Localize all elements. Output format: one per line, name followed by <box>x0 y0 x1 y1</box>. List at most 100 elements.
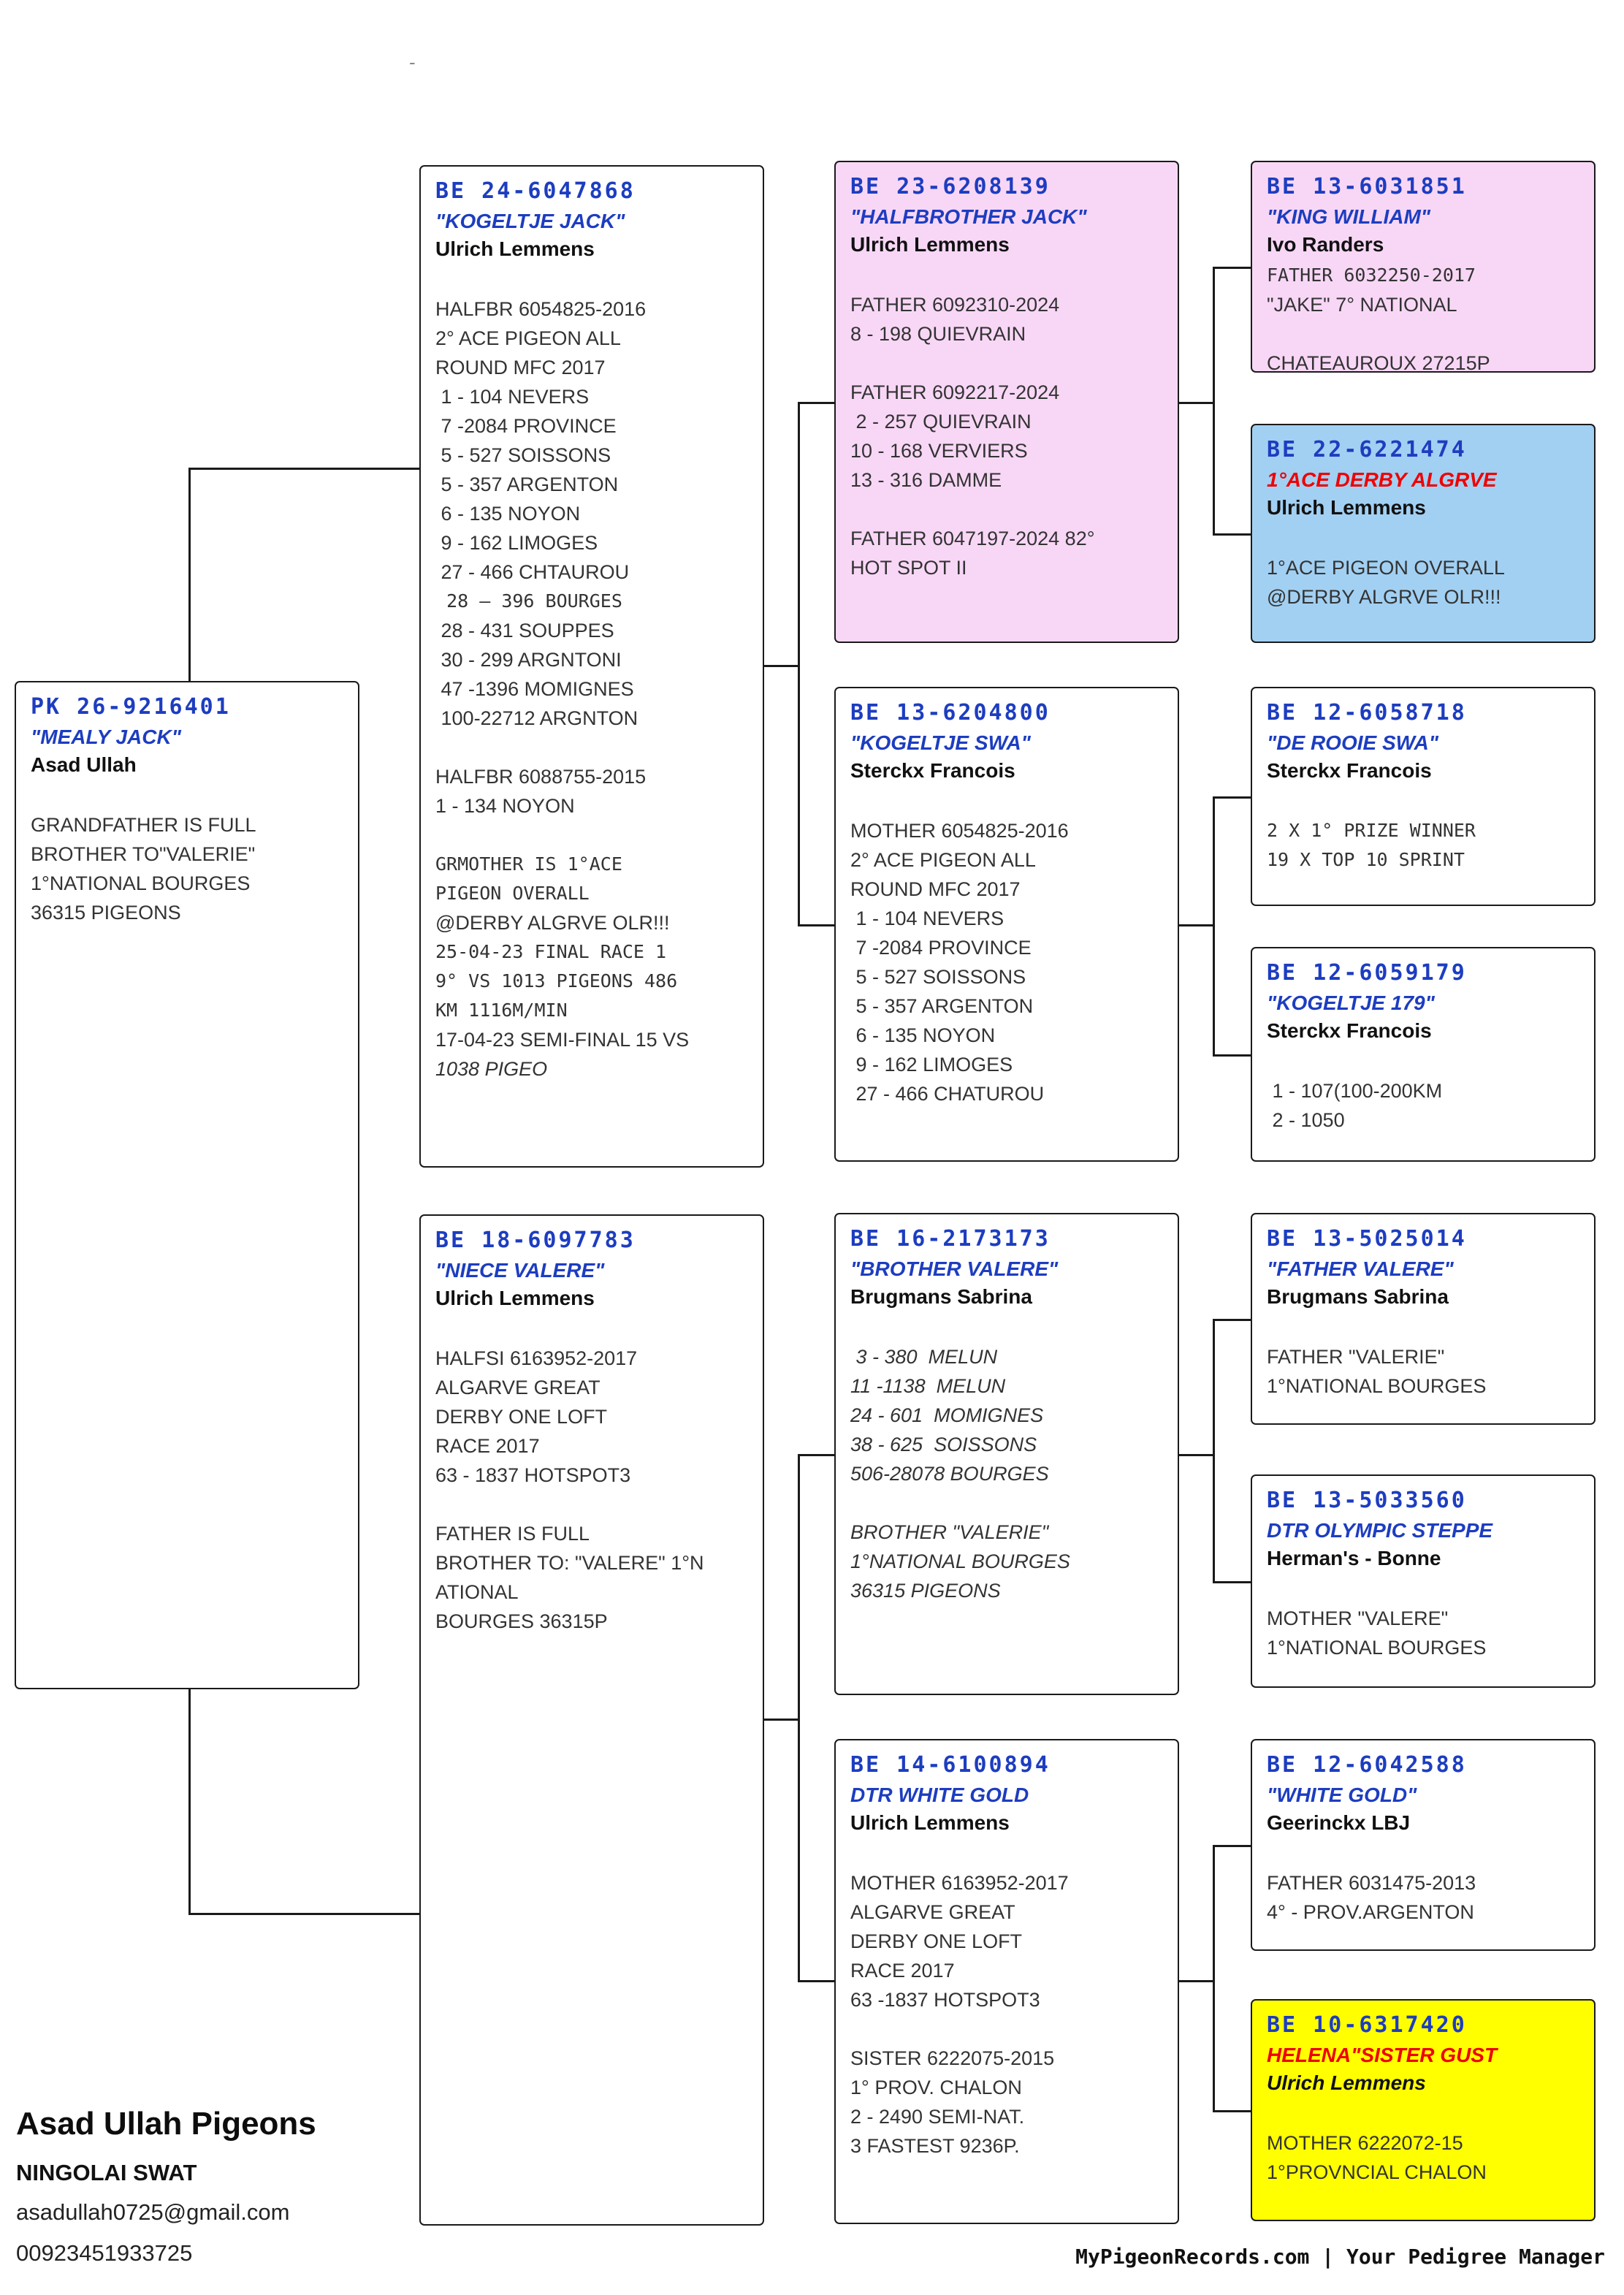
pedigree-text-line: 2 X 1° PRIZE WINNER <box>1267 820 1476 841</box>
pedigree-text-line: 5 - 527 SOISSONS <box>850 966 1026 988</box>
breeder-name: Ulrich Lemmens <box>435 1287 595 1309</box>
breeder-name: Sterckx Francois <box>1267 1019 1432 1042</box>
pedigree-text-line <box>435 265 748 294</box>
pedigree-text-line: 1°ACE PIGEON OVERALL <box>1267 557 1505 579</box>
pedigree-text-line: ALGARVE GREAT <box>850 1901 1015 1923</box>
pedigree-text-line: GRANDFATHER IS FULL <box>31 814 256 836</box>
pedigree-text-line: 6 - 135 NOYON <box>435 503 581 525</box>
pedigree-text-line: 38 - 625 SOISSONS <box>850 1434 1037 1455</box>
pedigree-text-line: 3 - 380 MELUN <box>850 1346 998 1368</box>
pedigree-text-line: DERBY ONE LOFT <box>850 1930 1023 1952</box>
pedigree-text-line: PIGEON OVERALL <box>435 883 590 904</box>
connector-line <box>798 924 834 926</box>
pedigree-text-line <box>1267 1575 1579 1604</box>
breeder-name: Brugmans Sabrina <box>1267 1285 1449 1308</box>
pigeon-name: "DE ROOIE SWA" <box>1267 731 1439 754</box>
connector-line <box>798 1454 834 1456</box>
pedigree-text-line <box>850 261 1163 290</box>
ring-number: BE 14-6100894 <box>850 1752 1051 1778</box>
breeder-name: Geerinckx LBJ <box>1267 1811 1411 1834</box>
pedigree-text-line: 1°NATIONAL BOURGES <box>850 1550 1070 1572</box>
pedigree-text-line: 25-04-23 FINAL RACE 1 <box>435 941 667 962</box>
pedigree-text-line <box>850 1839 1163 1868</box>
ring-number: BE 13-5025014 <box>1267 1226 1467 1252</box>
pigeon-name: "BROTHER VALERE" <box>850 1257 1059 1280</box>
pedigree-text-line: 36315 PIGEONS <box>850 1580 1001 1602</box>
breeder-name: Ulrich Lemmens <box>850 1811 1010 1834</box>
connector-line <box>1213 267 1215 536</box>
pedigree-text-line: FATHER 6092310-2024 <box>850 294 1060 316</box>
ring-number: BE 16-2173173 <box>850 1226 1051 1252</box>
pedigree-text-line: 506-28078 BOURGES <box>850 1463 1049 1485</box>
pigeon-name: DTR OLYMPIC STEPPE <box>1267 1519 1493 1542</box>
connector-line <box>1213 1845 1215 2112</box>
pedigree-text-line: 28 - 431 SOUPPES <box>435 620 614 642</box>
pedigree-text-line <box>435 1314 748 1344</box>
pedigree-text-line: 5 - 357 ARGENTON <box>850 995 1034 1017</box>
ring-number: BE 22-6221474 <box>1267 437 1467 463</box>
pedigree-box-grandfather-maternal: BE 16-2173173 "BROTHER VALERE" Brugmans … <box>834 1213 1179 1695</box>
pedigree-box-greatgrandparent-7: BE 12-6042588 "WHITE GOLD" Geerinckx LBJ… <box>1251 1739 1596 1951</box>
ring-number: BE 23-6208139 <box>850 174 1051 199</box>
pedigree-text-line <box>850 1488 1163 1518</box>
pedigree-text-line: 3 FASTEST 9236P. <box>850 2135 1020 2157</box>
connector-line <box>1179 924 1213 926</box>
connector-line <box>1179 1980 1213 1982</box>
pedigree-text-line: BROTHER "VALERIE" <box>850 1521 1049 1543</box>
pedigree-box-mother: BE 18-6097783 "NIECE VALERE" Ulrich Lemm… <box>419 1214 764 2226</box>
pedigree-box-grandfather-paternal: BE 23-6208139 "HALFBROTHER JACK" Ulrich … <box>834 161 1179 643</box>
pedigree-text-line: FATHER 6031475-2013 <box>1267 1872 1476 1894</box>
pigeon-name: "KOGELTJE 179" <box>1267 992 1435 1014</box>
pedigree-text-line: 2 - 257 QUIEVRAIN <box>850 411 1032 433</box>
ring-number: BE 12-6042588 <box>1267 1752 1467 1778</box>
pedigree-text-line <box>1267 2099 1579 2128</box>
pedigree-text-line: 30 - 299 ARGNTONI <box>435 649 622 671</box>
pedigree-text-line: 28 – 396 BOURGES <box>435 590 622 612</box>
achievements: MOTHER "VALERE" 1°NATIONAL BOURGES <box>1267 1575 1579 1662</box>
achievements: FATHER "VALERIE"1°NATIONAL BOURGES <box>1267 1313 1579 1401</box>
breeder-name: Ulrich Lemmens <box>850 233 1010 256</box>
pedigree-text-line: 10 - 168 VERVIERS <box>850 440 1028 462</box>
pedigree-text-line: 7 -2084 PROVINCE <box>435 415 617 437</box>
pedigree-text-line: HALFBR 6054825-2016 <box>435 298 647 320</box>
pedigree-text-line <box>1267 319 1579 349</box>
pedigree-text-line: 7 -2084 PROVINCE <box>850 937 1032 959</box>
connector-line <box>1213 796 1215 1057</box>
connector-line <box>1213 1581 1251 1583</box>
pigeon-name: "FATHER VALERE" <box>1267 1257 1454 1280</box>
pedigree-text-line: MOTHER "VALERE" <box>1267 1607 1449 1629</box>
pedigree-text-line: BOURGES 36315P <box>435 1610 608 1632</box>
pedigree-text-line <box>850 1313 1163 1342</box>
pedigree-text-line: 1 - 104 NEVERS <box>435 386 590 408</box>
pedigree-text-line <box>1267 524 1579 553</box>
pedigree-text-line <box>850 349 1163 378</box>
pedigree-text-line: MOTHER 6054825-2016 <box>850 820 1069 842</box>
pedigree-box-grandmother-paternal: BE 13-6204800 "KOGELTJE SWA" Sterckx Fra… <box>834 687 1179 1162</box>
connector-line <box>798 402 834 404</box>
ring-number: BE 13-6031851 <box>1267 174 1467 199</box>
breeder-name: Ulrich Lemmens <box>1267 2071 1426 2094</box>
pedigree-text-line: MOTHER 6222072-15 <box>1267 2132 1463 2154</box>
pedigree-text-line: ROUND MFC 2017 <box>435 357 606 378</box>
pedigree-text-line: ALGARVE GREAT <box>435 1377 601 1398</box>
pedigree-text-line: DERBY ONE LOFT <box>435 1406 608 1428</box>
pedigree-text-line: 1° PROV. CHALON <box>850 2077 1022 2098</box>
pedigree-text-line: FATHER "VALERIE" <box>1267 1346 1445 1368</box>
pedigree-text-line: 1°NATIONAL BOURGES <box>31 872 251 894</box>
pedigree-text-line: MOTHER 6163952-2017 <box>850 1872 1069 1894</box>
owner-email: asadullah0725@gmail.com <box>16 2199 290 2225</box>
pedigree-text-line: 1°NATIONAL BOURGES <box>1267 1637 1487 1659</box>
connector-line <box>1213 796 1251 799</box>
pigeon-name: HELENA"SISTER GUST <box>1267 2044 1498 2066</box>
ring-number: BE 24-6047868 <box>435 178 636 204</box>
pedigree-text-line: HALFSI 6163952-2017 <box>435 1347 638 1369</box>
pedigree-text-line: SISTER 6222075-2015 <box>850 2047 1055 2069</box>
pedigree-text-line <box>1267 1839 1579 1868</box>
pedigree-box-greatgrandparent-2: BE 22-6221474 1°ACE DERBY ALGRVE Ulrich … <box>1251 424 1596 643</box>
connector-line <box>798 1454 800 1982</box>
pedigree-text-line: 11 -1138 MELUN <box>850 1375 1006 1397</box>
